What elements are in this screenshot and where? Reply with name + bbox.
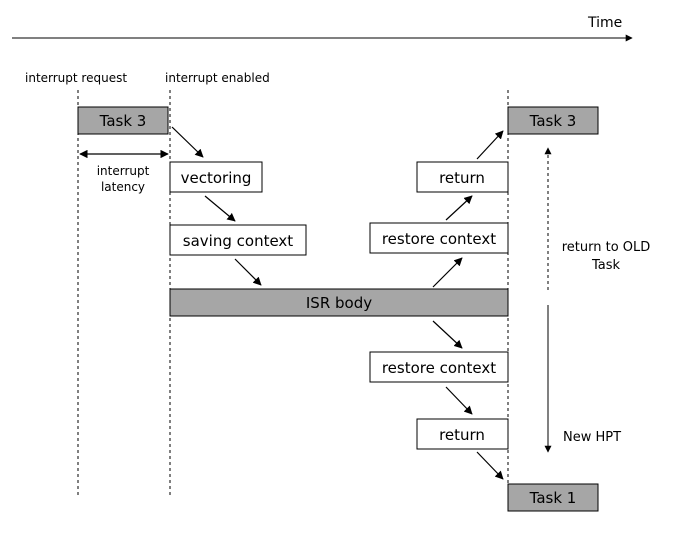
task1-box bbox=[507, 483, 599, 512]
arrow-isr-to-restore-up bbox=[432, 257, 463, 288]
task3-right-box bbox=[507, 106, 599, 135]
interrupt-request-label: interrupt request bbox=[25, 71, 127, 85]
return-up-box bbox=[416, 161, 509, 193]
new-hpt-label: New HPT bbox=[563, 430, 621, 445]
isr-body-box bbox=[169, 288, 509, 317]
arrow-restore-up-to-return bbox=[445, 195, 473, 221]
restore-context-down-label: restore context bbox=[382, 359, 496, 377]
vectoring-box bbox=[169, 161, 263, 193]
isr-body-label: ISR body bbox=[306, 294, 372, 312]
return-down-label: return bbox=[439, 426, 485, 444]
arrow-saving-to-isr bbox=[234, 258, 262, 286]
return-up-label: return bbox=[439, 169, 485, 187]
return-old-label-1: return to OLD bbox=[562, 240, 651, 255]
restore-context-up-label: restore context bbox=[382, 230, 496, 248]
time-label: Time bbox=[587, 15, 622, 31]
saving-context-label: saving context bbox=[183, 232, 294, 250]
vectoring-label: vectoring bbox=[181, 169, 252, 187]
latency-label-1: interrupt bbox=[97, 164, 150, 178]
task3-left-box bbox=[77, 106, 169, 135]
arrow-return-down-to-task1 bbox=[476, 451, 504, 480]
restore-context-up-box bbox=[369, 222, 509, 254]
arrow-task3-to-vectoring bbox=[171, 126, 204, 158]
task3-left-label: Task 3 bbox=[99, 112, 147, 130]
arrow-vectoring-to-saving bbox=[204, 195, 236, 222]
task1-label: Task 1 bbox=[529, 489, 577, 507]
restore-context-down-box bbox=[369, 351, 509, 383]
latency-label-2: latency bbox=[101, 180, 145, 194]
return-old-label-2: Task bbox=[591, 258, 621, 273]
interrupt-enabled-label: interrupt enabled bbox=[165, 71, 270, 85]
arrow-return-up-to-task3 bbox=[476, 130, 504, 160]
return-down-box bbox=[416, 418, 509, 450]
saving-context-box bbox=[169, 224, 307, 256]
arrow-restore-down-to-return bbox=[445, 386, 473, 415]
task3-right-label: Task 3 bbox=[529, 112, 577, 130]
arrow-isr-to-restore-down bbox=[432, 320, 463, 349]
